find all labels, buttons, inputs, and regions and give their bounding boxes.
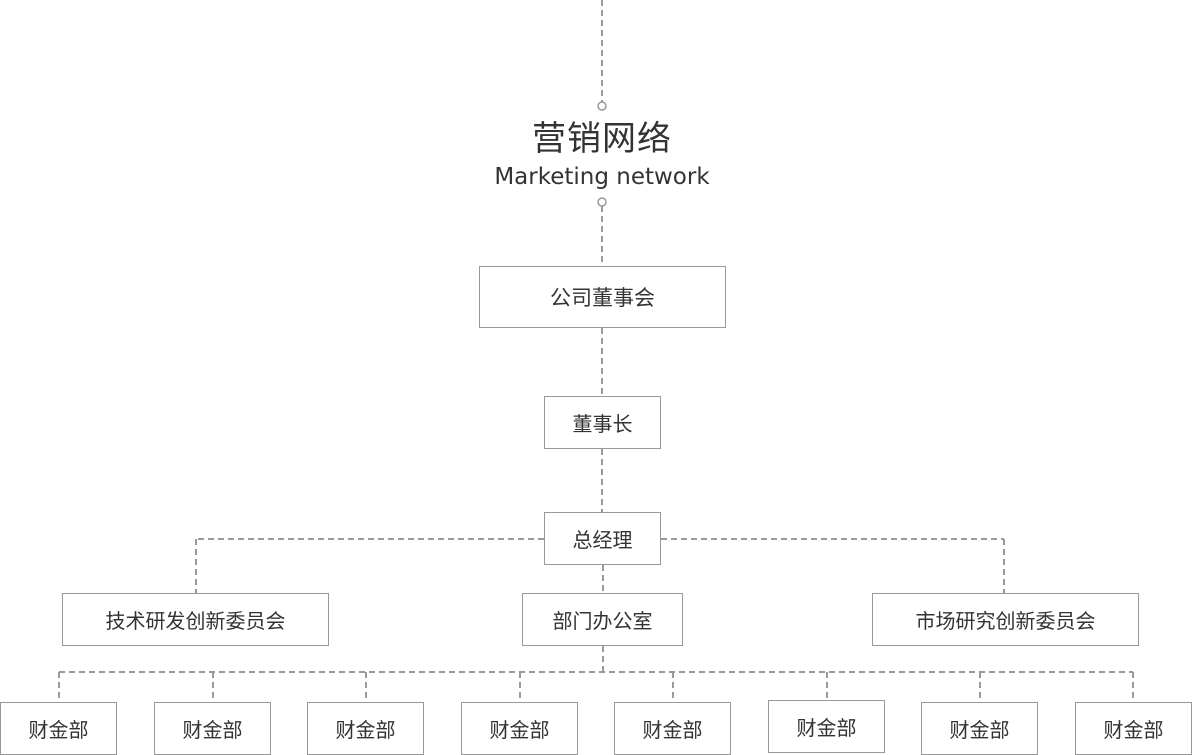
department-node: 财金部 [921,702,1038,755]
section-title: 营销网络 Marketing network [452,116,752,192]
department-node: 财金部 [614,702,731,755]
chairman-node: 董事长 [544,396,661,449]
board-node: 公司董事会 [479,266,726,328]
general-manager-node: 总经理 [544,512,661,565]
department-node: 财金部 [307,702,424,755]
department-node: 财金部 [768,700,885,753]
department-node: 财金部 [154,702,271,755]
market-committee-node: 市场研究创新委员会 [872,593,1139,646]
connector-ring-top [597,101,607,111]
title-chinese: 营销网络 [532,119,672,159]
tech-committee-node: 技术研发创新委员会 [62,593,329,646]
connector-ring-bottom [597,197,607,207]
title-english: Marketing network [494,164,710,190]
department-node: 财金部 [461,702,578,755]
department-node: 财金部 [0,702,117,755]
department-node: 财金部 [1075,702,1192,755]
office-node: 部门办公室 [522,593,683,646]
